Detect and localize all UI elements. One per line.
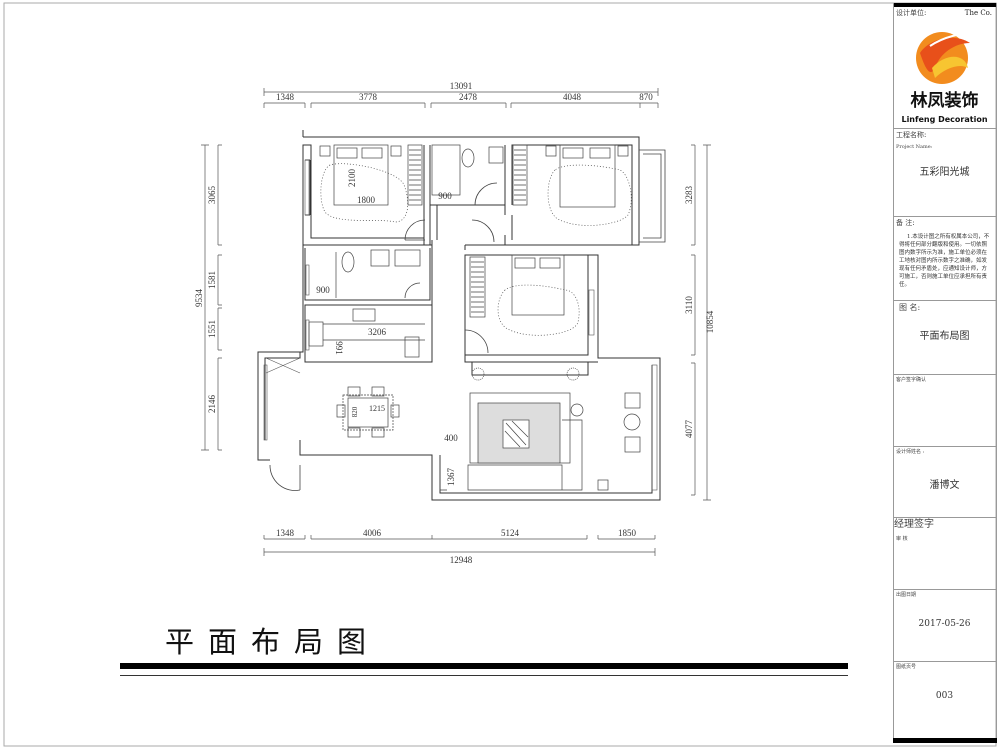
dim-bottom-4: 1850	[618, 528, 637, 538]
sheet-number: 003	[935, 691, 954, 701]
dim-shower-width: 900	[438, 191, 452, 201]
notes-label: 备 注:	[896, 219, 915, 227]
walls	[257, 130, 661, 501]
notes-text: 1.本设计图之所有权属本公司，不得将任何部分翻版和使用。一切依照图内数字所示为准…	[899, 234, 990, 288]
dim-top-2: 3778	[359, 92, 378, 102]
date-label: 出图日期	[896, 592, 917, 598]
dim-left-2: 1581	[207, 271, 217, 289]
dim-kitchen-depth: 991	[334, 341, 344, 355]
client-sign-label: 客户签字确认	[896, 377, 927, 383]
project-label: 工程名称:	[896, 131, 927, 139]
dim-cabinet-depth: 400	[444, 433, 458, 443]
dim-right-total: 10854	[705, 310, 715, 333]
dim-bottom-2: 4006	[363, 528, 382, 538]
title-block	[893, 3, 997, 743]
drawing-title: 平面布局图	[165, 625, 380, 659]
dim-table-length: 1215	[369, 404, 385, 413]
dim-top-5: 870	[639, 92, 653, 102]
project-name: 五彩阳光城	[919, 167, 970, 178]
designer-section: 设计师姓名 : 潘博文	[893, 447, 996, 518]
drawing-name-section: 图 名: 平面布局图	[893, 301, 996, 375]
dim-bed-length: 2100	[347, 169, 357, 188]
dim-left-total: 9534	[194, 289, 204, 308]
review-label: 审 核	[896, 536, 908, 542]
sheet-no-label: 图纸页号	[896, 664, 917, 670]
bedroom-1	[319, 144, 423, 223]
title-underline-thick	[120, 663, 848, 669]
dim-top-total: 13091	[450, 81, 473, 91]
logo-text-cn: 林凤装饰	[910, 91, 979, 111]
bathroom-1	[431, 144, 528, 206]
doors	[269, 182, 498, 491]
dim-right-3: 4077	[684, 420, 694, 439]
sheet-number-section: 图纸页号 003	[893, 662, 996, 738]
drawing-name-label: 图 名:	[899, 303, 921, 312]
dim-table-width: 820	[351, 406, 359, 417]
dim-top-4: 4048	[563, 92, 582, 102]
designer-name: 潘博文	[929, 480, 960, 491]
title-underline-thin	[120, 675, 848, 676]
dim-cabinet-length: 1367	[446, 468, 456, 487]
bathroom-2	[335, 249, 421, 298]
dim-left-4: 2146	[207, 395, 217, 414]
dining-table	[336, 386, 400, 438]
design-unit-section: 设计单位: The Co. 林凤装饰 Linfeng Decoration	[893, 7, 996, 129]
manager-sign-section: 经理签字 审 核	[893, 518, 996, 590]
project-label-en: Project Name:	[896, 144, 933, 150]
bedroom-2	[545, 144, 632, 226]
dim-top-3: 2478	[459, 92, 478, 102]
dim-bottom-1: 1348	[276, 528, 295, 538]
notes-section: 备 注: 1.本设计图之所有权属本公司，不得将任何部分翻版和使用。一切依照图内数…	[893, 217, 996, 301]
dim-bath2-width: 900	[316, 285, 330, 295]
design-unit-en: The Co.	[964, 9, 992, 17]
dim-top-1: 1348	[276, 92, 295, 102]
dim-bottom-total: 12948	[450, 555, 473, 565]
dim-right-1: 3283	[684, 186, 694, 205]
designer-label: 设计师姓名 :	[896, 449, 925, 455]
client-sign-section: 客户签字确认	[893, 375, 996, 447]
dim-kitchen-length: 3206	[368, 327, 387, 337]
drawing-name: 平面布局图	[919, 331, 970, 342]
manager-sign-label: 经理签字	[894, 519, 934, 530]
date-section: 出图日期 2017-05-26	[893, 590, 996, 662]
dimension-lines	[201, 88, 711, 556]
company-logo	[916, 31, 976, 84]
balcony	[639, 149, 666, 243]
project-section: 工程名称: Project Name: 五彩阳光城	[893, 129, 996, 217]
title-block-bottom-bar	[893, 738, 997, 743]
logo-text-en: Linfeng Decoration	[901, 115, 988, 124]
dim-bed-width: 1800	[357, 195, 376, 205]
living-room	[439, 367, 641, 491]
design-unit-label: 设计单位:	[896, 9, 927, 17]
dim-bottom-3: 5124	[501, 528, 520, 538]
dim-left-1: 3065	[207, 186, 217, 205]
issue-date: 2017-05-26	[918, 619, 971, 629]
bedroom-3	[469, 254, 580, 336]
dim-left-3: 1551	[207, 320, 217, 338]
kitchen	[308, 308, 425, 358]
dim-right-2: 3110	[684, 296, 694, 314]
